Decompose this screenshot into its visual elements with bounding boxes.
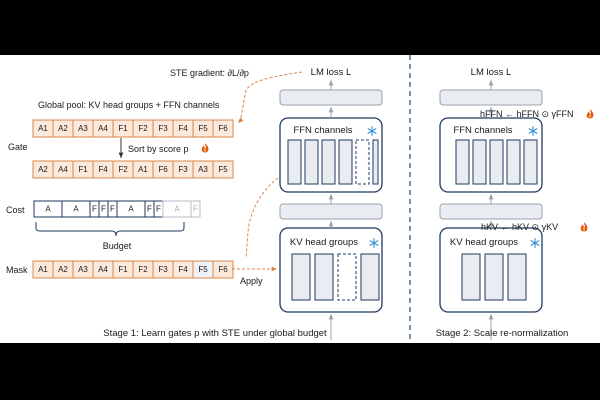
norm-bar-stage2-mid (439, 203, 543, 220)
cost-label: Cost (6, 205, 25, 215)
ffn-title-stage2: FFN channels (453, 125, 512, 136)
kv-heads-stage1 (291, 253, 380, 301)
ste-gradient-arrow (237, 71, 303, 124)
kv-equation: hKV ← hKV ⊙ γKV (481, 222, 558, 232)
cost-segment-label: F (156, 205, 161, 214)
ffn-channels-stage2 (455, 139, 538, 185)
token-label: F6 (218, 124, 228, 133)
caption-stage2: Stage 2: Scale re-normalization (436, 328, 569, 339)
ffn-mask-dash (245, 177, 279, 259)
gate-label: Gate (8, 142, 28, 152)
cost-segment-label: A (73, 205, 79, 214)
token-label: F2 (138, 265, 148, 274)
token-label: F5 (198, 265, 208, 274)
kv-title-stage2: KV head groups (450, 237, 518, 248)
kv-heads-stage2 (461, 253, 527, 301)
cost-segment-label: F (110, 205, 115, 214)
cost-segment-label: F (193, 205, 198, 214)
token-label: F4 (98, 165, 108, 174)
cost-segment-label: A (128, 205, 134, 214)
sorted-row: A2 A4 F1 F4 F2 A1 F6 F3 A3 F5 (32, 160, 234, 179)
apply-label: Apply (240, 276, 263, 286)
token-label: F1 (118, 265, 128, 274)
token-label: A3 (78, 265, 88, 274)
token-label: A2 (38, 165, 48, 174)
ffn-channels-stage1 (287, 139, 379, 185)
token-label: A2 (58, 124, 68, 133)
flame-icon (201, 143, 209, 153)
token-cell (212, 160, 234, 179)
token-label: A3 (78, 124, 88, 133)
token-label: F2 (118, 165, 128, 174)
token-label: F2 (138, 124, 148, 133)
kv-title-stage1: KV head groups (290, 237, 358, 248)
pool-label: Global pool: KV head groups + FFN channe… (38, 100, 220, 110)
token-label: F4 (178, 265, 188, 274)
token-label: A1 (38, 124, 48, 133)
budget-label: Budget (103, 241, 132, 251)
token-label: F3 (158, 124, 168, 133)
token-label: F1 (78, 165, 88, 174)
token-label: A4 (98, 124, 108, 133)
ffn-equation: hFFN ← hFFN ⊙ γFFN (480, 109, 574, 119)
norm-bar-stage1-mid (279, 203, 383, 220)
mask-row: A1 A2 A3 A4 F1 F2 F3 F4 F5 F6 (32, 260, 234, 279)
token-label: A1 (138, 165, 148, 174)
caption-stage1: Stage 1: Learn gates p with STE under gl… (103, 328, 327, 339)
ste-gradient-label: STE gradient: ∂L/∂p (170, 68, 249, 78)
lm-loss-label-stage1: LM loss L (311, 67, 352, 78)
cost-segment-label: F (101, 205, 106, 214)
token-label: F5 (218, 165, 228, 174)
gate-row: A1 A2 A3 A4 F1 F2 F3 F4 F5 F6 (32, 119, 234, 138)
token-label: F5 (198, 124, 208, 133)
flame-icon (580, 222, 588, 232)
token-label: F6 (158, 165, 168, 174)
token-cell (212, 119, 234, 138)
token-label: A4 (98, 265, 108, 274)
cost-segment-label: F (92, 205, 97, 214)
token-label: A1 (38, 265, 48, 274)
flame-icon (586, 109, 594, 119)
cost-segment-label: A (174, 205, 180, 214)
norm-bar-stage2-top (439, 89, 543, 106)
cost-segment-label: A (45, 205, 51, 214)
token-label: A2 (58, 265, 68, 274)
token-label: F6 (218, 265, 228, 274)
lm-loss-label-stage2: LM loss L (471, 67, 512, 78)
token-label: A3 (198, 165, 208, 174)
budget-brace (35, 222, 185, 237)
token-label: A4 (58, 165, 68, 174)
token-label: F4 (178, 124, 188, 133)
token-label: F3 (178, 165, 188, 174)
token-label: F1 (118, 124, 128, 133)
mask-label: Mask (6, 265, 28, 275)
norm-bar-stage1-top (279, 89, 383, 106)
token-label: F3 (158, 265, 168, 274)
cost-segment (190, 200, 201, 218)
sort-label: Sort by score p (128, 144, 189, 154)
cost-segment-label: F (147, 205, 152, 214)
ffn-title-stage1: FFN channels (293, 125, 352, 136)
